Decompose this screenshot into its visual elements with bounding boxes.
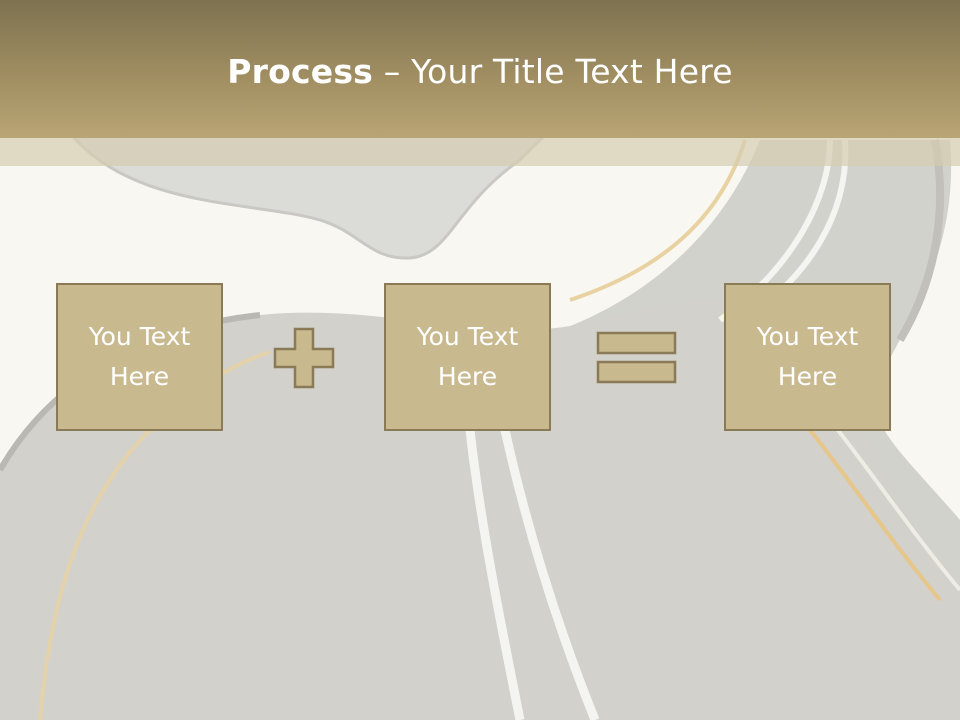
- upper-lane-line-1: [569, 139, 747, 302]
- process-box-2[interactable]: You Text Here: [384, 283, 551, 431]
- slide-title-rest: – Your Title Text Here: [373, 52, 733, 91]
- process-box-2-label: You Text Here: [416, 322, 519, 391]
- right-yellow-line: [808, 428, 942, 602]
- process-box-1-label: You Text Here: [88, 322, 191, 391]
- right-road-edge-outer: [828, 418, 960, 592]
- center-line-1: [465, 429, 525, 720]
- center-line-2: [500, 429, 600, 720]
- title-bar: [0, 0, 960, 138]
- upper-right-edge: [896, 139, 945, 343]
- slide-title-bold: Process: [227, 52, 374, 91]
- process-box-3[interactable]: You Text Here: [724, 283, 891, 431]
- equals-icon: [596, 331, 677, 384]
- plus-icon: [273, 327, 335, 389]
- title-bar-strip: [0, 138, 960, 166]
- process-box-3-label: You Text Here: [756, 322, 859, 391]
- left-yellow-line: [38, 350, 271, 720]
- process-box-1[interactable]: You Text Here: [56, 283, 223, 431]
- slide-title: Process – Your Title Text Here: [0, 52, 960, 91]
